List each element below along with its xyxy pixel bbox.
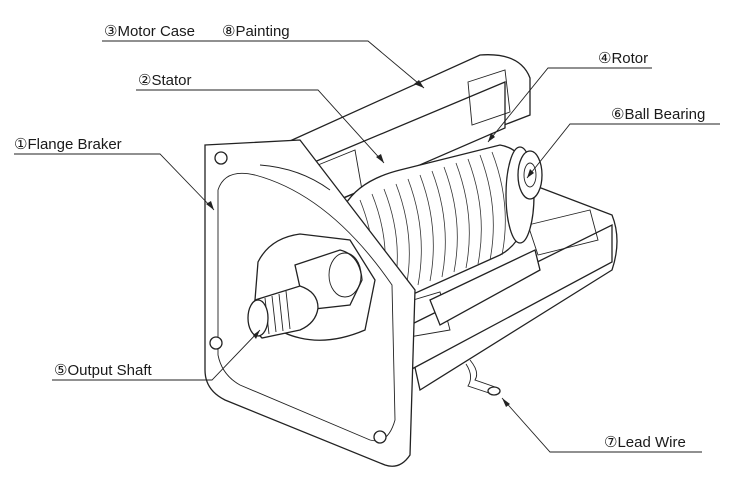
label-rotor: ④Rotor	[598, 50, 648, 67]
output-shaft	[247, 285, 319, 339]
callout-labels: ③Motor Case ⑧Painting ②Stator ④Rotor ⑥Ba…	[14, 23, 705, 451]
stator-coil-upper-right	[467, 69, 511, 126]
stator-coil-lower-right	[527, 209, 599, 256]
label-stator: ②Stator	[138, 72, 191, 89]
label-output-shaft: ⑤Output Shaft	[54, 362, 153, 379]
motor-body	[204, 54, 618, 467]
label-flange-braker: ①Flange Braker	[14, 136, 122, 153]
lead-wire	[465, 359, 501, 396]
label-motor-case: ③Motor Case	[104, 23, 195, 40]
stator-lower	[429, 249, 541, 326]
leader-lines	[14, 40, 720, 453]
label-lead-wire: ⑦Lead Wire	[604, 434, 686, 451]
label-ball-bearing: ⑥Ball Bearing	[611, 106, 705, 123]
label-painting: ⑧Painting	[222, 23, 290, 40]
